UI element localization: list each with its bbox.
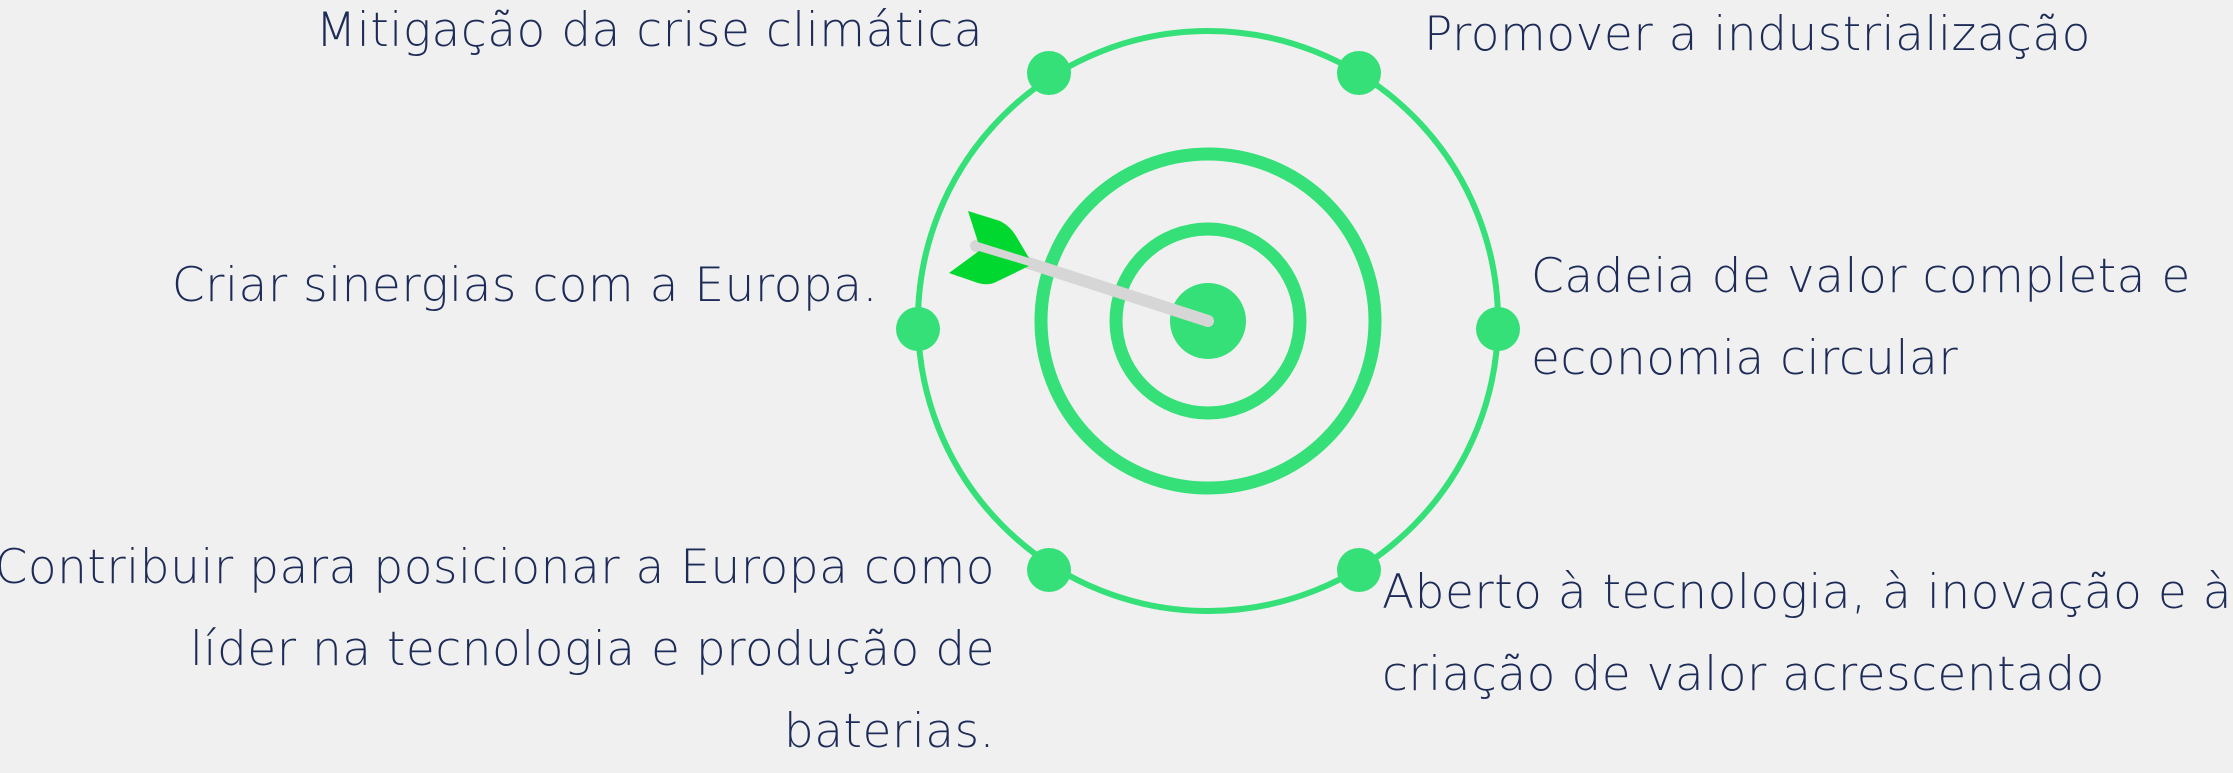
label-mid-right-line-2: economia circular xyxy=(1531,331,1959,386)
label-bottom-left-line-1: Contribuir para posicionar a Europa como xyxy=(0,540,995,595)
target-ring-small xyxy=(1109,222,1307,420)
target-ring-large xyxy=(1034,147,1382,495)
label-top-right-line: Promover a industrialização xyxy=(1424,7,2091,62)
node-bottom-right xyxy=(1337,548,1381,592)
label-mid-right-line-1: Cadeia de valor completa e xyxy=(1531,249,2191,304)
label-mid-right: Cadeia de valor completa e economia circ… xyxy=(1531,236,2191,400)
label-bottom-left-line-3: baterias. xyxy=(783,704,995,759)
node-top-right xyxy=(1337,51,1381,95)
label-top-left: Mitigação da crise climática xyxy=(316,0,983,72)
node-bottom-left xyxy=(1027,548,1071,592)
arrow-fletching-upper xyxy=(968,211,1029,258)
label-bottom-left: Contribuir para posicionar a Europa como… xyxy=(0,527,995,773)
label-bottom-right: Aberto à tecnologia, à inovação e à cria… xyxy=(1382,552,2232,716)
label-mid-left: Criar sinergias com a Europa. xyxy=(172,245,878,327)
label-mid-left-line: Criar sinergias com a Europa. xyxy=(171,258,878,313)
node-mid-right xyxy=(1476,307,1520,351)
arrow-icon xyxy=(949,211,1214,327)
label-top-left-line: Mitigação da crise climática xyxy=(315,3,983,58)
arrow-shaft xyxy=(970,240,1214,327)
label-bottom-left-line-2: líder na tecnologia e produção de xyxy=(189,622,995,677)
node-top-left xyxy=(1027,51,1071,95)
label-bottom-right-line-2: criação de valor acrescentado xyxy=(1382,647,2105,702)
arrow-fletching-lower xyxy=(949,251,1029,285)
label-top-right: Promover a industrialização xyxy=(1424,0,2091,76)
label-bottom-right-line-1: Aberto à tecnologia, à inovação e à xyxy=(1382,565,2233,620)
node-mid-left xyxy=(896,307,940,351)
